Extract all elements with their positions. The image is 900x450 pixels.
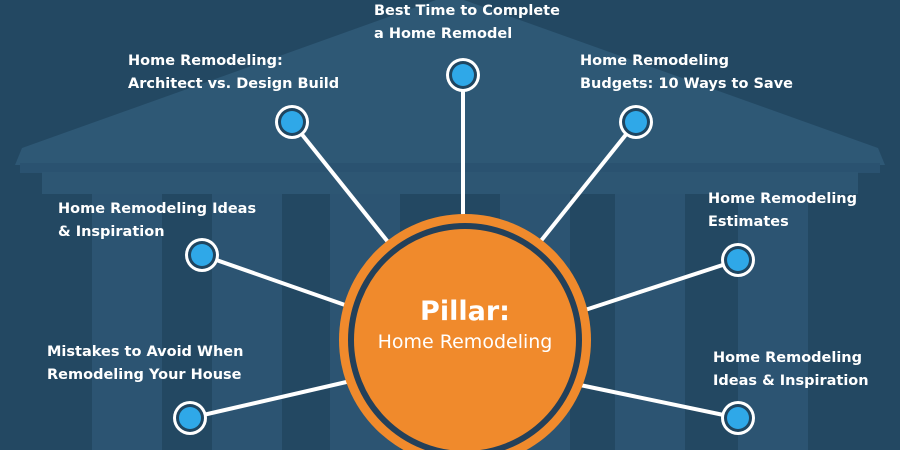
node-dot: [173, 401, 207, 435]
node-label-line: Budgets: 10 Ways to Save: [580, 76, 794, 92]
node-label-line: Mistakes to Avoid When: [47, 344, 244, 360]
node-label-architect: Home Remodeling: Architect vs. Design Bu…: [128, 50, 339, 96]
node-label-line: Home Remodeling: [708, 191, 858, 207]
node-label-estimates: Home Remodeling Estimates: [708, 188, 857, 234]
node-label-line: & Inspiration: [58, 224, 165, 240]
node-label-line: Remodeling Your House: [47, 367, 242, 383]
connector-line: [583, 258, 740, 312]
node-label-best-time: Best Time to Complete a Home Remodel: [374, 0, 560, 46]
connector-line: [290, 120, 390, 244]
connector-line: [578, 383, 740, 420]
node-dots: [173, 58, 755, 435]
node-label-line: a Home Remodel: [374, 26, 513, 42]
center-title: Pillar:: [420, 296, 510, 327]
node-label-line: Home Remodeling: [713, 350, 863, 366]
node-label-line: Home Remodeling: [580, 53, 730, 69]
column-2: [212, 194, 282, 450]
column-1: [92, 194, 162, 450]
node-label-line: Estimates: [708, 214, 789, 230]
node-dot: [619, 105, 653, 139]
node-label-line: Best Time to Complete: [374, 3, 560, 19]
node-label-ideas-right: Home Remodeling Ideas & Inspiration: [713, 347, 869, 393]
node-dot: [721, 243, 755, 277]
node-label-budgets: Home Remodeling Budgets: 10 Ways to Save: [580, 50, 793, 96]
node-label-line: Home Remodeling:: [128, 53, 283, 69]
center-circle-outline: [348, 223, 582, 450]
node-label-mistakes: Mistakes to Avoid When Remodeling Your H…: [47, 341, 243, 387]
center-circle-fill: [355, 230, 575, 450]
entablature: [42, 172, 858, 194]
connector-line: [188, 378, 357, 420]
roof-ledge: [20, 163, 880, 173]
connectors: [188, 73, 740, 420]
column-3: [615, 194, 685, 450]
node-dot: [721, 401, 755, 435]
node-dot: [446, 58, 480, 92]
node-label-ideas-left: Home Remodeling Ideas & Inspiration: [58, 198, 256, 244]
center-label: Pillar: Home Remodeling: [335, 295, 595, 355]
center-subtitle: Home Remodeling: [377, 331, 553, 353]
node-label-line: Architect vs. Design Build: [128, 76, 340, 92]
connector-line: [538, 120, 638, 244]
node-label-line: Home Remodeling Ideas: [58, 201, 257, 217]
node-dot: [275, 105, 309, 139]
connector-line: [200, 253, 347, 307]
node-dot: [185, 238, 219, 272]
node-label-line: Ideas & Inspiration: [713, 373, 869, 389]
center-node: [339, 214, 591, 450]
